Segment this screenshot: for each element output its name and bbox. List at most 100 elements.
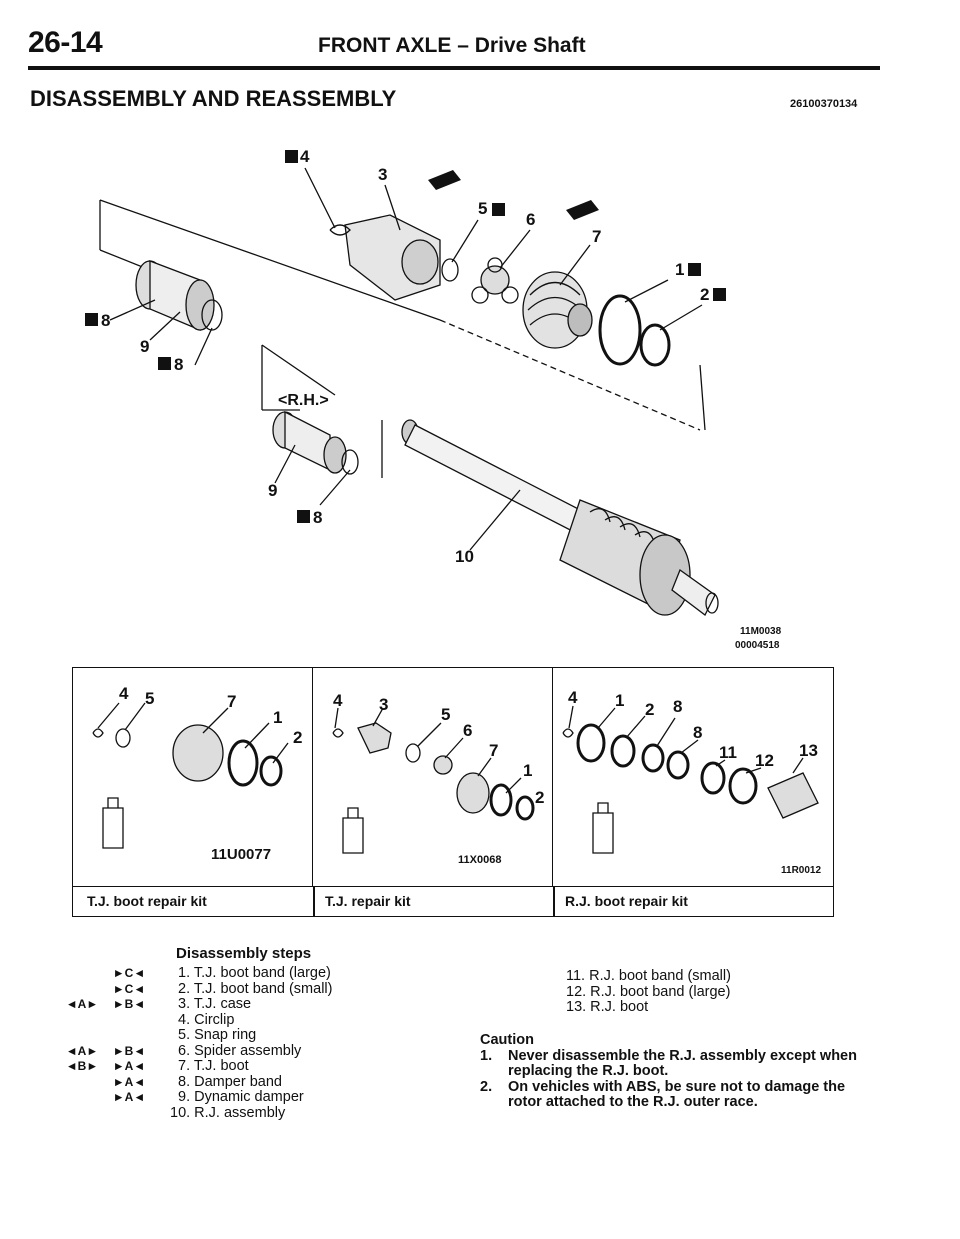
leader-line (109, 299, 156, 321)
leader-line (124, 702, 146, 731)
leader-line (319, 469, 351, 506)
marker-left: ◄A► (65, 997, 99, 1011)
leader-line (451, 219, 479, 263)
leader-line (499, 229, 531, 269)
steps-list: 1. T.J. boot band (large) 2. T.J. boot b… (170, 965, 332, 1121)
rj-boot-band-small-icon (700, 761, 726, 795)
leader-line (372, 707, 384, 727)
leader-line (202, 707, 229, 734)
grease-can-icon (342, 807, 364, 854)
rh-label: <R.H.> (278, 392, 329, 409)
tj-case-icon (357, 722, 392, 754)
tj-boot-icon (456, 772, 490, 814)
step-item: 9. Dynamic damper (178, 1089, 304, 1105)
callout-8: 8 (174, 355, 183, 374)
caution-heading: Caution (480, 1032, 534, 1048)
kit-callout: 12 (755, 751, 774, 770)
step-item: 7. T.J. boot (178, 1058, 249, 1074)
circlip-icon (92, 728, 104, 738)
callout-10: 10 (455, 547, 474, 566)
marker-right: ►A◄ (112, 1074, 146, 1089)
leader-line (444, 737, 464, 759)
callout-1: 1 (675, 260, 684, 279)
step-item: 3. T.J. case (178, 996, 252, 1012)
leader-line (384, 184, 401, 231)
kit-code: 11U0077 (211, 846, 272, 863)
kit-callout: 2 (535, 788, 544, 807)
kit-callout: 4 (333, 691, 343, 710)
callout-8: 8 (101, 311, 110, 330)
kit-callout: 6 (463, 721, 472, 740)
leader-line (477, 757, 492, 777)
tj-boot-icon (172, 724, 224, 782)
leader-line (792, 757, 804, 774)
page-number: 26-14 (28, 26, 103, 59)
caution-block: Caution 1. Never disassemble the R.J. as… (480, 1032, 868, 1111)
callout-3: 3 (378, 165, 387, 184)
leader-line (417, 722, 442, 747)
steps-heading: Disassembly steps (176, 945, 312, 962)
new-part-marker-icon (85, 150, 726, 523)
kit-callout: 1 (523, 761, 532, 780)
section-code: 26100370134 (790, 98, 858, 110)
section-title: DISASSEMBLY AND REASSEMBLY (30, 86, 397, 111)
kit-cell: 4 3 5 6 7 1 2 11X0068 (313, 668, 553, 886)
callout-6: 6 (526, 210, 535, 229)
kit-callout: 8 (673, 697, 682, 716)
leader-line (274, 444, 296, 484)
leader-line (625, 715, 646, 739)
marker-row: ►A◄ (60, 1075, 154, 1091)
boot-band-small-icon (515, 795, 535, 821)
kit-callout: 3 (379, 695, 388, 714)
frame-line (699, 364, 706, 431)
dynamic-damper-icon (135, 260, 223, 331)
steps-list-right: 11. R.J. boot band (small) 12. R.J. boot… (566, 968, 731, 1016)
caution-text: On vehicles with ABS, be sure not to dam… (508, 1078, 846, 1110)
kit-callout: 11 (719, 743, 737, 762)
boot-band-large-icon (598, 294, 642, 366)
rj-assembly-icon (401, 419, 719, 616)
step-item: 12. R.J. boot band (large) (566, 983, 731, 1000)
leader-line (715, 759, 726, 767)
marker-right: ►B◄ (112, 1043, 146, 1058)
kit-caption: T.J. repair kit (325, 893, 411, 909)
step-item: 8. Damper band (178, 1073, 282, 1090)
callout-2: 2 (700, 285, 709, 304)
kit-callout: 13 (799, 741, 818, 760)
marker-row (60, 1028, 154, 1044)
leader-line (597, 707, 616, 729)
callout-9: 9 (268, 481, 277, 500)
caution-num: 2. (480, 1078, 493, 1095)
marker-right: ►A◄ (112, 1090, 146, 1104)
kit-callout: 7 (227, 692, 236, 711)
leader-line (659, 304, 703, 331)
kit-code: 11X0068 (458, 854, 502, 866)
marker-row: ◄A►►B◄ (60, 1044, 154, 1060)
kit-caption-row: T.J. boot repair kit T.J. repair kit R.J… (73, 886, 833, 917)
kit-code: 11R0012 (781, 865, 822, 876)
callout-8: 8 (313, 508, 322, 527)
leader-line (656, 717, 676, 747)
step-item: 1. T.J. boot band (large) (178, 965, 331, 981)
marker-right: ►B◄ (112, 997, 146, 1011)
leader-line (97, 702, 120, 729)
caution-num: 1. (480, 1047, 493, 1064)
step-item: 10. R.J. assembly (170, 1104, 286, 1121)
marker-row (60, 1106, 154, 1122)
divider (553, 887, 555, 917)
leader-line (194, 327, 213, 366)
kit-caption: T.J. boot repair kit (87, 893, 207, 909)
kit-callout: 4 (568, 688, 578, 707)
tj-boot-icon (522, 271, 593, 349)
kit-callout: 1 (615, 691, 624, 710)
snap-ring-icon (441, 258, 459, 282)
snap-ring-icon (405, 743, 421, 763)
divider (313, 887, 315, 917)
kit-cell: 4 5 7 1 2 11U0077 (73, 668, 313, 886)
leader-line (568, 705, 574, 729)
marker-row (60, 1013, 154, 1029)
step-item: 6. Spider assembly (178, 1042, 302, 1059)
caution-text: Never disassemble the R.J. assembly exce… (508, 1047, 857, 1079)
callout-4: 4 (300, 147, 310, 166)
callout-7: 7 (592, 227, 601, 246)
